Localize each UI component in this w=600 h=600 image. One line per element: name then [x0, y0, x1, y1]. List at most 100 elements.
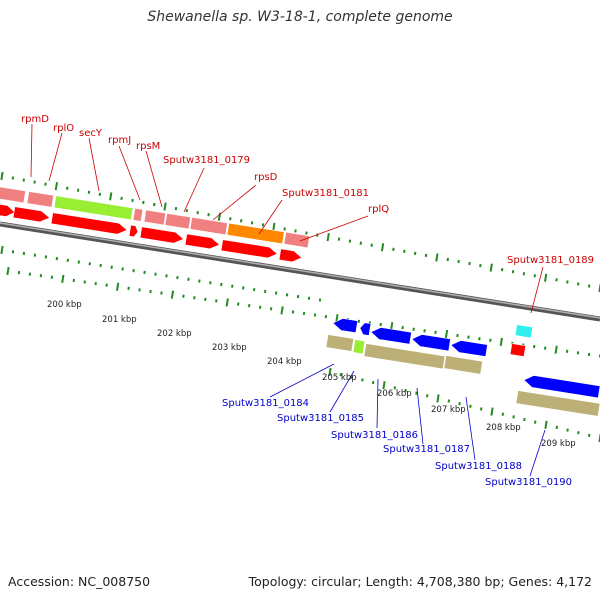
leader-line — [48, 132, 63, 182]
major-tick — [444, 329, 449, 339]
leader-line — [299, 215, 369, 242]
scale-label: 207 kbp — [431, 405, 466, 415]
label-leader-lines — [30, 123, 546, 477]
backbone-line — [0, 221, 600, 322]
forward-gene-box — [132, 207, 144, 222]
reverse-gene-box — [443, 355, 483, 375]
major-tick — [328, 367, 332, 377]
major-tick — [489, 263, 493, 272]
major-tick — [390, 321, 394, 331]
forward-gene-box — [189, 216, 228, 236]
leader-line — [465, 396, 476, 461]
major-tick — [544, 273, 548, 282]
major-tick — [225, 298, 229, 307]
leader-line — [258, 199, 283, 235]
major-tick — [0, 171, 4, 181]
map-title: Shewanella sp. W3-18-1, complete genome — [147, 9, 453, 25]
gene-label-sputw3181-0187[interactable]: Sputw3181_0187 — [383, 444, 470, 455]
gene-label-rplQ[interactable]: rplQ — [368, 204, 389, 215]
scale-label: 205 kbp — [322, 373, 357, 383]
forward-gene-box — [143, 209, 167, 226]
scale-label: 201 kbp — [102, 315, 137, 325]
forward-gene-box — [226, 222, 285, 245]
major-tick — [116, 282, 120, 291]
reverse-cds-arrow — [411, 334, 451, 352]
leader-line — [183, 167, 205, 213]
major-tick — [109, 192, 113, 201]
reverse-gene-box — [515, 390, 600, 417]
leader-line — [329, 370, 355, 413]
reverse-gene-box — [363, 343, 446, 370]
gene-features — [0, 185, 600, 417]
gene-label-rpsD[interactable]: rpsD — [254, 172, 278, 183]
major-tick — [61, 274, 65, 283]
major-tick — [280, 306, 284, 315]
gene-label-sputw3181-0190[interactable]: Sputw3181_0190 — [485, 477, 572, 488]
reverse-cds-arrow — [370, 327, 412, 345]
reverse-cds-arrow — [523, 375, 600, 399]
forward-gene-box — [0, 185, 26, 204]
major-tick — [380, 243, 385, 252]
accession-text: Accession: NC_008750 — [8, 574, 151, 589]
leader-line — [376, 378, 379, 429]
gene-label-rpsM[interactable]: rpsM — [136, 141, 160, 152]
major-tick — [435, 253, 439, 262]
major-tick — [499, 337, 503, 346]
scale-label: 203 kbp — [212, 343, 247, 353]
forward-gene-box — [283, 231, 310, 249]
forward-cds-arrow — [12, 206, 51, 223]
forward-cds-arrow — [139, 226, 184, 244]
major-tick — [0, 245, 4, 255]
reverse-gene-box — [325, 334, 355, 352]
scale-labels: 200 kbp 201 kbp 202 kbp 203 kbp 204 kbp … — [47, 300, 576, 449]
forward-cds-box — [509, 343, 527, 357]
major-tick — [272, 222, 276, 232]
scale-label: 209 kbp — [541, 439, 576, 449]
major-tick — [382, 381, 386, 390]
leader-line — [416, 387, 424, 445]
gene-label-sputw3181-0184[interactable]: Sputw3181_0184 — [222, 398, 309, 409]
major-tick — [436, 394, 440, 403]
gene-label-secY[interactable]: secY — [79, 128, 103, 139]
leader-line — [212, 184, 257, 221]
scale-label: 202 kbp — [157, 329, 192, 339]
gene-label-sputw3181-0188[interactable]: Sputw3181_0188 — [435, 461, 522, 472]
leader-line — [269, 363, 335, 398]
forward-cds-arrow — [0, 203, 16, 217]
forward-cds-arrow — [128, 224, 139, 238]
major-tick — [170, 290, 175, 299]
backbone-highlight — [0, 222, 600, 319]
gene-label-sputw3181-0181[interactable]: Sputw3181_0181 — [282, 188, 369, 199]
forward-gene-labels: rpmD rplO secY rpmJ rpsM Sputw3181_0179 … — [21, 114, 594, 266]
forward-cds-arrow — [220, 239, 278, 259]
gene-label-sputw3181-0179[interactable]: Sputw3181_0179 — [163, 155, 250, 166]
reverse-cds-arrow — [359, 322, 372, 336]
major-tick — [6, 266, 10, 276]
leader-line — [118, 145, 141, 201]
scale-label: 200 kbp — [47, 300, 82, 310]
reverse-cds-arrow — [450, 340, 488, 357]
gene-label-rpmD[interactable]: rpmD — [21, 114, 49, 125]
major-tick — [163, 202, 167, 211]
tick-marks — [0, 171, 600, 443]
scale-label: 208 kbp — [486, 423, 521, 433]
forward-cds-arrow — [278, 248, 303, 263]
reverse-gene-labels: Sputw3181_0184 Sputw3181_0185 Sputw3181_… — [222, 398, 572, 488]
forward-gene-box — [26, 191, 54, 208]
forward-gene-box — [53, 195, 134, 221]
genome-backbone — [0, 221, 600, 322]
major-tick — [326, 232, 330, 242]
leader-line — [530, 266, 544, 314]
scale-label: 206 kbp — [377, 389, 412, 399]
gene-label-sputw3181-0186[interactable]: Sputw3181_0186 — [331, 430, 418, 441]
leader-line — [88, 137, 100, 192]
gene-label-sputw3181-0189[interactable]: Sputw3181_0189 — [507, 255, 594, 266]
forward-cds-arrow — [50, 212, 128, 235]
gene-label-rplO[interactable]: rplO — [53, 123, 74, 134]
major-tick — [544, 420, 548, 429]
leader-line — [529, 429, 546, 477]
gene-label-sputw3181-0185[interactable]: Sputw3181_0185 — [277, 413, 364, 424]
gene-label-rpmJ[interactable]: rpmJ — [108, 135, 131, 146]
leader-line — [145, 150, 163, 208]
